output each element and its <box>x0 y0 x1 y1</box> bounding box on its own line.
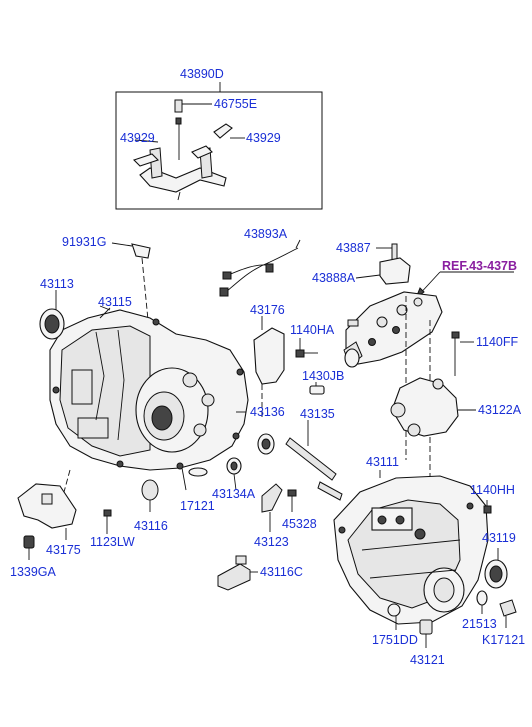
ref-callout <box>414 271 514 300</box>
bolt-1140ha <box>295 338 318 358</box>
label-43119[interactable]: 43119 <box>482 531 516 545</box>
label-43888a[interactable]: 43888A <box>312 271 356 285</box>
clip-91931g <box>111 242 151 321</box>
label-91931g[interactable]: 91931G <box>62 235 106 249</box>
label-ref-43-437b[interactable]: REF.43-437B <box>442 259 517 273</box>
label-43929-left[interactable]: 43929 <box>120 131 155 145</box>
label-43113[interactable]: 43113 <box>40 277 74 291</box>
plug-k17121 <box>499 599 517 628</box>
cap-1339ga <box>23 535 35 560</box>
gear-43116 <box>141 479 159 512</box>
washer-1751dd <box>387 603 401 630</box>
label-43136[interactable]: 43136 <box>250 405 285 419</box>
part-labels: 43890D 46755E 43929 43929 91931G 43893A … <box>10 67 525 667</box>
label-17121[interactable]: 17121 <box>180 499 215 513</box>
label-43116[interactable]: 43116 <box>134 519 168 533</box>
bracket-43122a <box>390 377 476 437</box>
bolt-1123lw <box>103 509 112 534</box>
bolt-1140ff <box>451 331 474 376</box>
washer-17121 <box>188 467 208 477</box>
rail-43135 <box>285 420 343 501</box>
label-43122a[interactable]: 43122A <box>478 403 522 417</box>
label-43175[interactable]: 43175 <box>46 543 81 557</box>
label-1123lw[interactable]: 1123LW <box>90 535 135 549</box>
label-43135[interactable]: 43135 <box>300 407 335 421</box>
plate-43123 <box>261 483 283 532</box>
seal-43136 <box>257 433 275 455</box>
label-43893a[interactable]: 43893A <box>244 227 288 241</box>
label-1140ha[interactable]: 1140HA <box>290 323 335 337</box>
label-43887[interactable]: 43887 <box>336 241 371 255</box>
bracket-43176 <box>253 316 285 420</box>
label-43111[interactable]: 43111 <box>366 455 399 469</box>
label-21513[interactable]: 21513 <box>462 617 497 631</box>
wire-harness <box>219 239 301 297</box>
label-1339ga[interactable]: 1339GA <box>10 565 57 579</box>
transmission-case-43111 <box>333 475 489 625</box>
leader-lines <box>65 305 381 540</box>
bolt-1140hh <box>483 500 492 514</box>
pin-1430jb <box>309 382 325 395</box>
label-43115[interactable]: 43115 <box>98 295 132 309</box>
seal-43134a <box>226 457 242 475</box>
label-46755e[interactable]: 46755E <box>214 97 257 111</box>
label-43929-right[interactable]: 43929 <box>246 131 281 145</box>
sensor-43116c <box>217 555 258 591</box>
washer-21513 <box>476 590 488 614</box>
label-45328[interactable]: 45328 <box>282 517 317 531</box>
label-43890d[interactable]: 43890D <box>180 67 224 81</box>
sensor-43888a <box>355 243 411 285</box>
label-43123[interactable]: 43123 <box>254 535 289 549</box>
bracket-assembly <box>132 99 245 201</box>
plug-43121 <box>419 619 433 648</box>
bolt-45328 <box>287 489 297 512</box>
label-43116c[interactable]: 43116C <box>260 565 303 579</box>
bracket-43175 <box>17 469 77 529</box>
transmission-case-43115 <box>49 307 249 471</box>
label-43121[interactable]: 43121 <box>410 653 445 667</box>
label-1140hh[interactable]: 1140HH <box>470 483 515 497</box>
label-43134a[interactable]: 43134A <box>212 487 256 501</box>
label-k17121[interactable]: K17121 <box>482 633 525 647</box>
seal-43119 <box>484 548 508 589</box>
label-1751dd[interactable]: 1751DD <box>372 633 418 647</box>
label-43176[interactable]: 43176 <box>250 303 285 317</box>
bracket-detail-box <box>115 91 323 210</box>
label-1430jb[interactable]: 1430JB <box>302 369 344 383</box>
seal-43113 <box>39 290 65 340</box>
label-1140ff[interactable]: 1140FF <box>476 335 519 349</box>
